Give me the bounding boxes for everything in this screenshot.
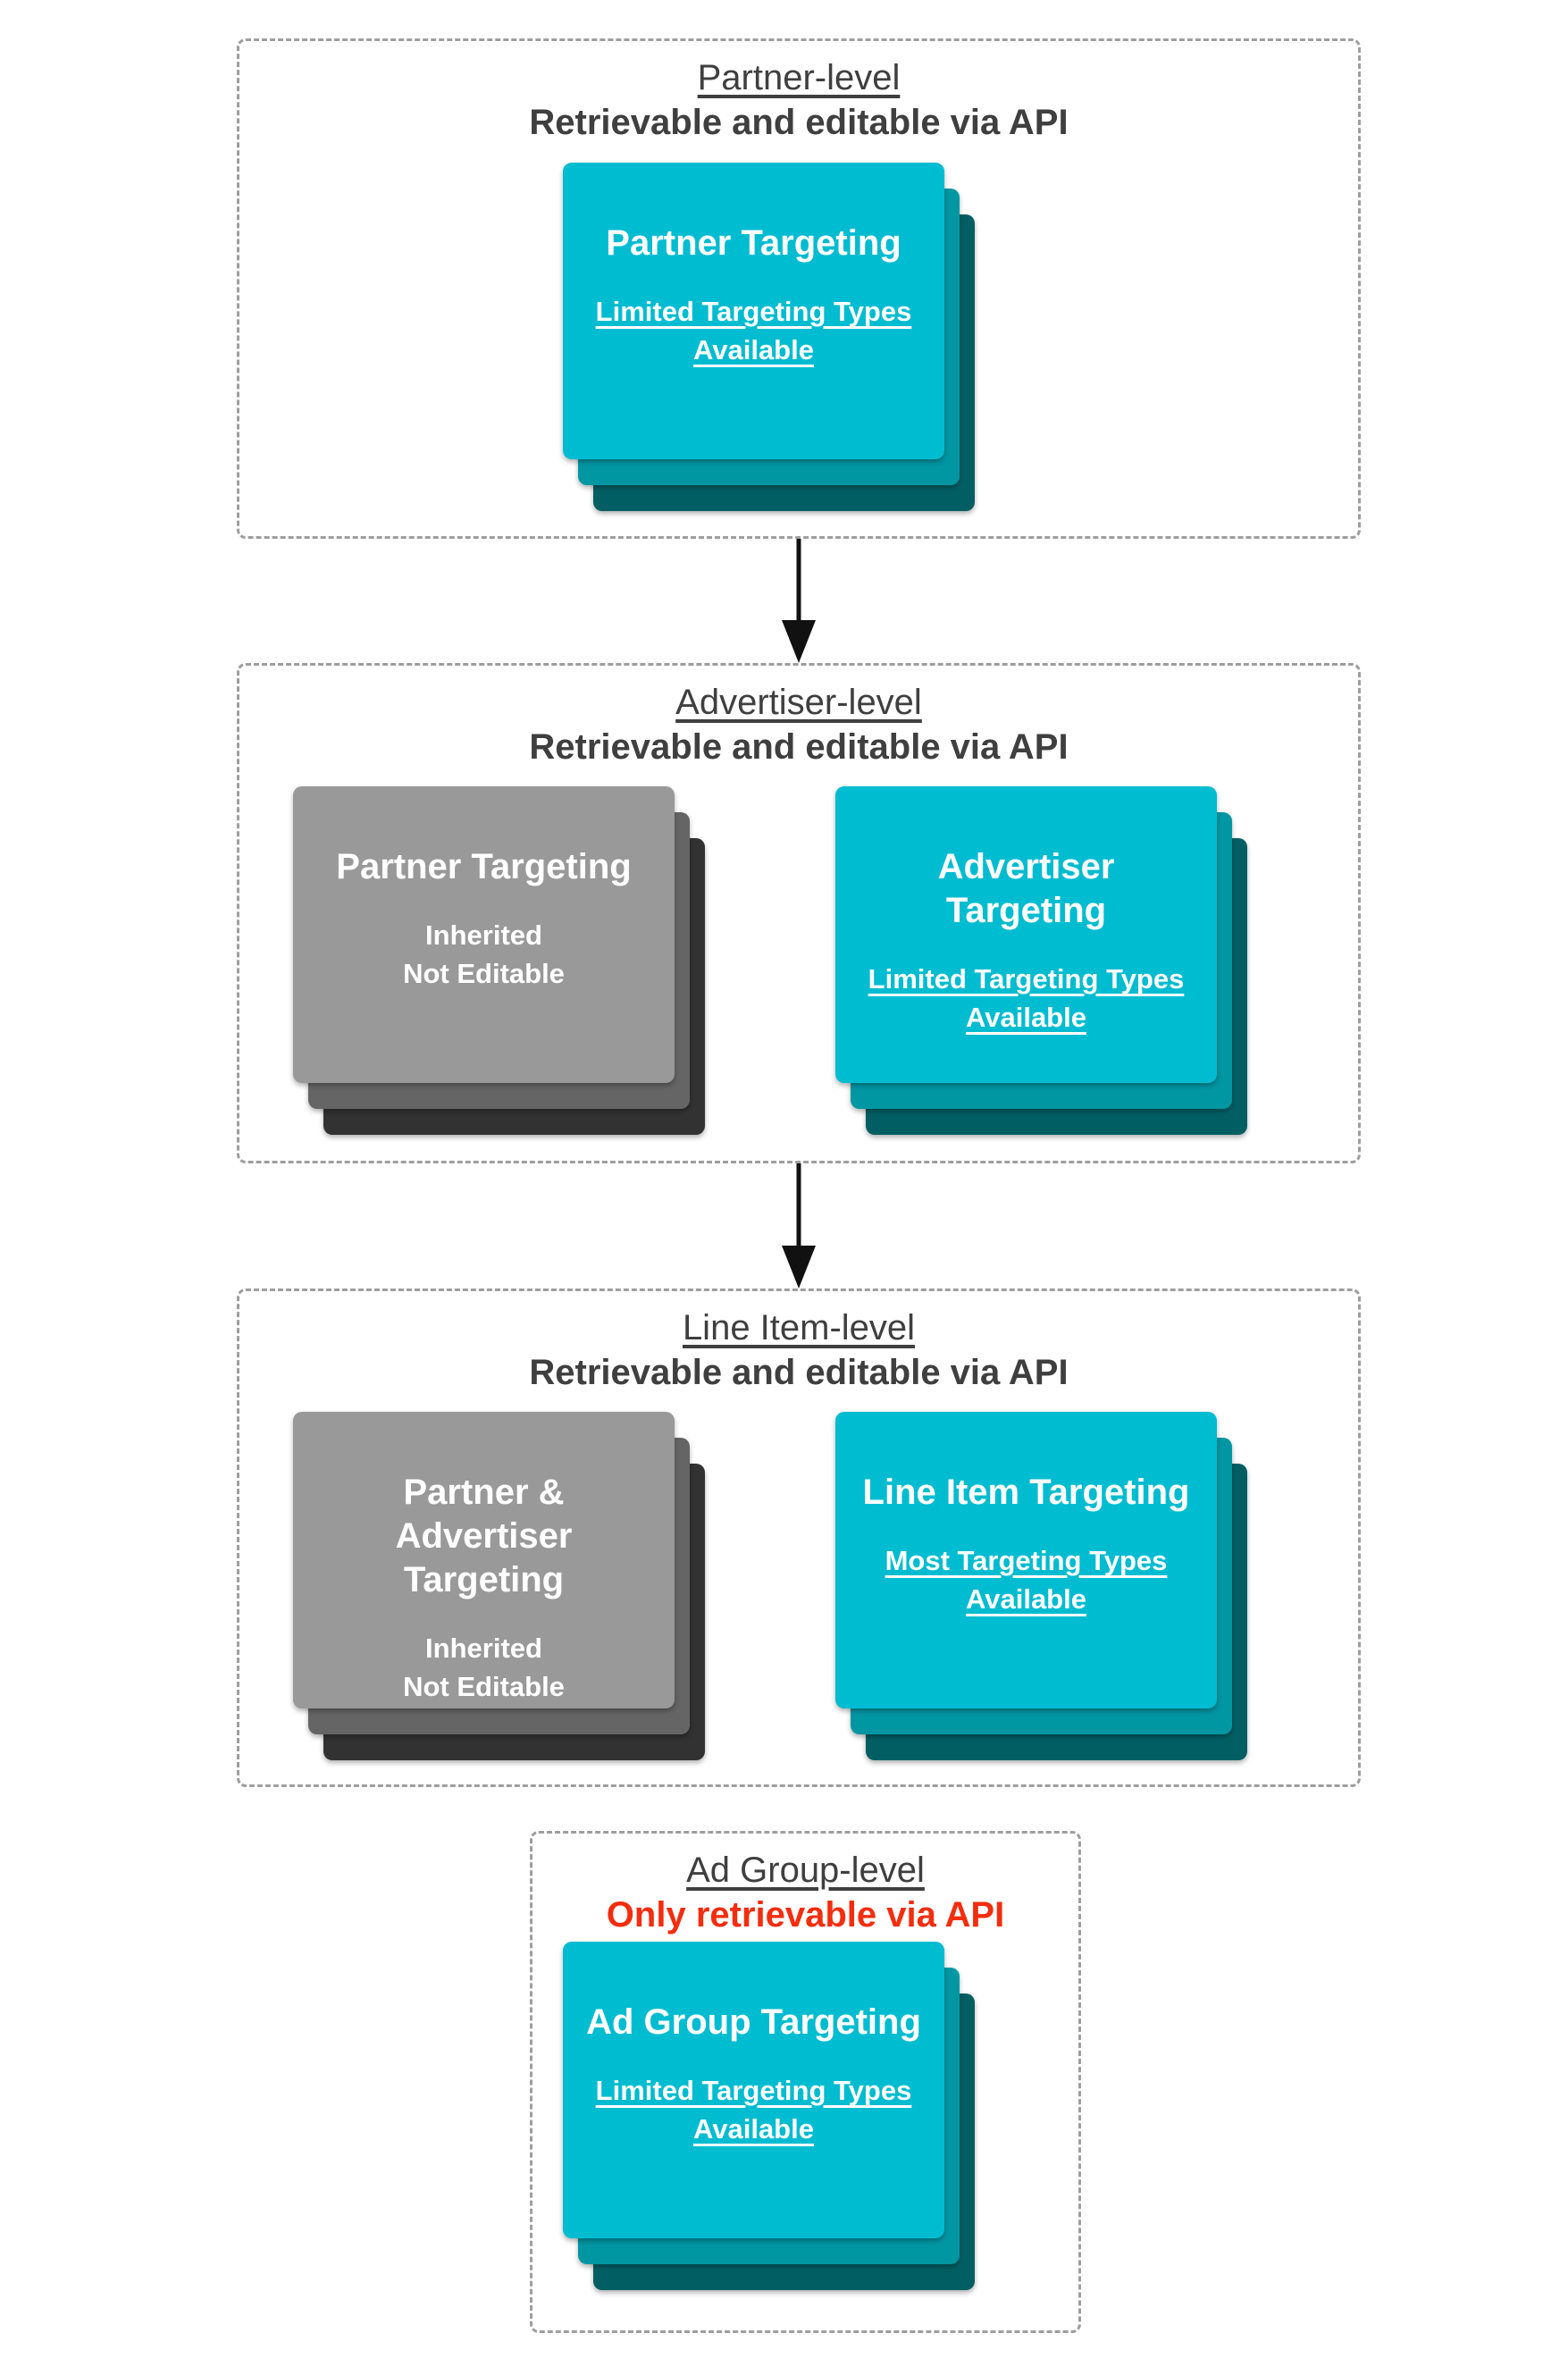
card-subtitle: Limited Targeting Types Available (595, 296, 912, 365)
card-partner-targeting: Partner Targeting Limited Targeting Type… (563, 163, 944, 459)
arrow-advertiser-to-lineitem (781, 1163, 817, 1288)
card-subtitle: Inherited Not Editable (403, 1633, 565, 1702)
card-inherited-partner-advertiser-targeting: Partner & Advertiser Targeting Inherited… (293, 1412, 675, 1708)
card-stack-partner-targeting: Partner Targeting Limited Targeting Type… (563, 163, 975, 511)
card-inherited-partner-targeting: Partner Targeting Inherited Not Editable (293, 786, 675, 1083)
section-ad-group-subtitle: Only retrievable via API (606, 1895, 1005, 1935)
card-title: Line Item Targeting (862, 1473, 1190, 1512)
arrow-partner-to-advertiser (781, 539, 817, 663)
section-line-item-header: Line Item-level Retrievable and editable… (239, 1305, 1358, 1395)
arrow-head-icon (782, 620, 816, 663)
arrow-stem (796, 1163, 801, 1248)
card-subtitle: Most Targeting Types Available (885, 1545, 1168, 1615)
card-stack-line-item-targeting: Line Item Targeting Most Targeting Types… (835, 1412, 1247, 1760)
section-ad-group-title: Ad Group-level (686, 1851, 925, 1890)
arrow-stem (796, 539, 801, 624)
section-line-item-title: Line Item-level (682, 1308, 916, 1347)
section-partner-subtitle: Retrievable and editable via API (529, 103, 1069, 142)
arrow-head-icon (782, 1246, 816, 1288)
card-title: Partner & Advertiser Targeting (395, 1473, 573, 1599)
card-stack-ad-group-targeting: Ad Group Targeting Limited Targeting Typ… (563, 1942, 975, 2290)
card-subtitle: Limited Targeting Types Available (595, 2075, 912, 2145)
card-title: Partner Targeting (336, 847, 632, 886)
card-stack-inherited-partner-advertiser-targeting: Partner & Advertiser Targeting Inherited… (293, 1412, 705, 1760)
section-partner-header: Partner-level Retrievable and editable v… (239, 55, 1358, 145)
section-advertiser-title: Advertiser-level (675, 683, 922, 722)
card-line-item-targeting: Line Item Targeting Most Targeting Types… (835, 1412, 1217, 1708)
section-line-item-subtitle: Retrievable and editable via API (529, 1353, 1069, 1392)
card-advertiser-targeting: Advertiser Targeting Limited Targeting T… (835, 786, 1217, 1083)
section-advertiser-header: Advertiser-level Retrievable and editabl… (239, 680, 1358, 769)
section-advertiser-subtitle: Retrievable and editable via API (529, 727, 1069, 767)
card-title: Partner Targeting (606, 223, 901, 263)
card-title: Ad Group Targeting (586, 2002, 921, 2042)
card-stack-inherited-partner-targeting: Partner Targeting Inherited Not Editable (293, 786, 705, 1135)
section-ad-group-level: Ad Group-level Only retrievable via API (530, 1831, 1081, 2333)
section-partner-level: Partner-level Retrievable and editable v… (237, 38, 1361, 539)
card-ad-group-targeting: Ad Group Targeting Limited Targeting Typ… (563, 1942, 944, 2238)
card-subtitle: Limited Targeting Types Available (868, 963, 1185, 1033)
section-ad-group-header: Ad Group-level Only retrievable via API (532, 1848, 1078, 1937)
section-partner-title: Partner-level (697, 58, 901, 97)
card-subtitle: Inherited Not Editable (403, 919, 565, 989)
card-stack-advertiser-targeting: Advertiser Targeting Limited Targeting T… (835, 786, 1247, 1135)
section-advertiser-level: Advertiser-level Retrievable and editabl… (237, 663, 1361, 1163)
section-line-item-level: Line Item-level Retrievable and editable… (237, 1288, 1361, 1787)
card-title: Advertiser Targeting (937, 847, 1115, 930)
